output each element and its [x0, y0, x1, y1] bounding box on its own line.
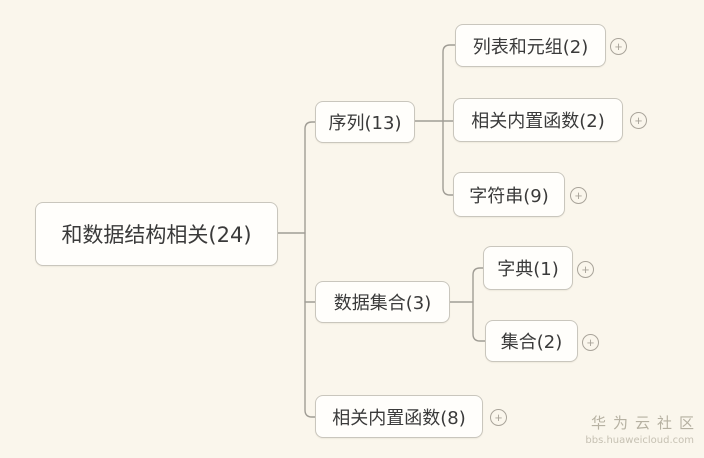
expand-icon[interactable]: +: [577, 261, 594, 278]
node-set[interactable]: 集合(2): [485, 320, 578, 362]
expand-icon[interactable]: +: [570, 187, 587, 204]
node-sequence[interactable]: 序列(13): [315, 101, 415, 143]
node-data-collection[interactable]: 数据集合(3): [315, 281, 450, 323]
site-watermark: 华为云社区 bbs.huaweicloud.com: [585, 412, 694, 446]
node-string[interactable]: 字符串(9): [453, 172, 565, 217]
expand-icon[interactable]: +: [630, 112, 647, 129]
node-root-topic[interactable]: 和数据结构相关(24): [35, 202, 278, 266]
node-list-and-tuple[interactable]: 列表和元组(2): [455, 24, 606, 67]
node-related-builtin-functions-8[interactable]: 相关内置函数(8): [315, 395, 483, 438]
watermark-title: 华为云社区: [590, 414, 701, 432]
node-related-builtin-functions-2[interactable]: 相关内置函数(2): [453, 98, 623, 142]
expand-icon[interactable]: +: [490, 409, 507, 426]
node-dict[interactable]: 字典(1): [483, 246, 573, 290]
expand-icon[interactable]: +: [582, 334, 599, 351]
expand-icon[interactable]: +: [610, 38, 627, 55]
watermark-url: bbs.huaweicloud.com: [585, 435, 694, 446]
